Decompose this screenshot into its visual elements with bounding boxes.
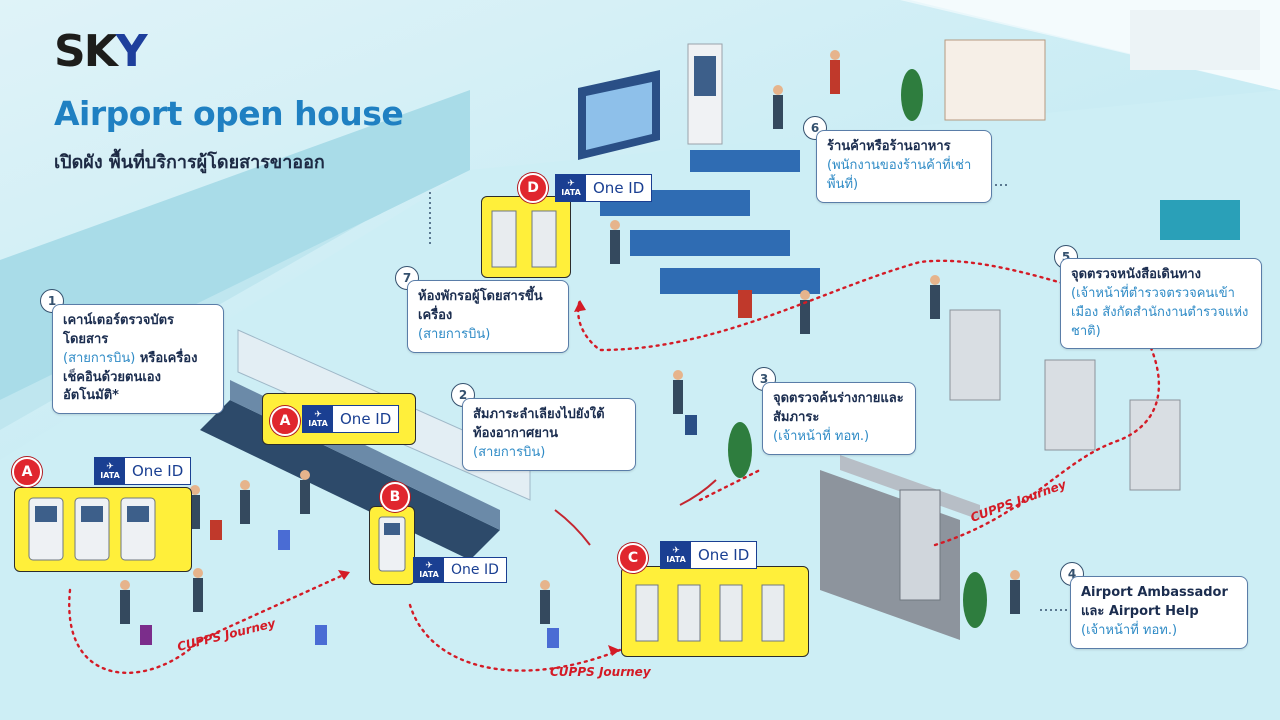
iata-logo-icon: ✈IATA (303, 406, 333, 432)
bag-drop-highlight (369, 506, 415, 585)
page-subtitle: เปิดผัง พื้นที่บริการผู้โดยสารขาออก (54, 152, 325, 173)
self-checkin-kiosks-highlight (14, 487, 192, 572)
kiosk-icons (28, 497, 156, 561)
oneid-badge-a-counter: ✈IATA One ID (302, 405, 400, 433)
oneid-badge-d: ✈IATA One ID (555, 174, 653, 202)
brand-logo: SKY (54, 26, 148, 77)
iata-logo-icon: ✈IATA (661, 542, 691, 568)
boarding-egate-icons (491, 210, 557, 268)
egate-icons (635, 584, 785, 642)
oneid-badge-c: ✈IATA One ID (660, 541, 758, 569)
marker-b: B (380, 482, 410, 512)
security-egates-highlight (621, 566, 809, 657)
callout-checkin-counter: เคาน์เตอร์ตรวจบัตรโดยสาร (สายการบิน) หรื… (52, 304, 224, 415)
callout-baggage-conveyor: สัมภาระลำเลียงไปยังใต้ท้องอากาศยาน (สายก… (462, 398, 636, 471)
iata-logo-icon: ✈IATA (556, 175, 586, 201)
iata-logo-icon: ✈IATA (95, 458, 125, 484)
marker-a-counter: A (270, 406, 300, 436)
bag-drop-machine-icon (378, 516, 406, 572)
boarding-gate-highlight (481, 196, 571, 278)
marker-d: D (518, 173, 548, 203)
callout-shops-restaurants: ร้านค้าหรือร้านอาหาร (พนักงานของร้านค้าท… (816, 130, 992, 203)
oneid-badge-a-kiosk: ✈IATA One ID (94, 457, 192, 485)
callout-security-check: จุดตรวจค้นร่างกายและสัมภาระ (เจ้าหน้าที่… (762, 382, 916, 455)
marker-a-kiosk: A (12, 457, 42, 487)
callout-passport-control: จุดตรวจหนังสือเดินทาง (เจ้าหน้าที่ตำรวจต… (1060, 258, 1262, 350)
iata-logo-icon: ✈IATA (414, 558, 444, 582)
page-title: Airport open house (54, 94, 404, 133)
callout-airport-ambassador: Airport Ambassador และ Airport Help (เจ้… (1070, 576, 1248, 649)
cupps-journey-label-2: CUPPS Journey (550, 665, 651, 679)
callout-boarding-lounge: ห้องพักรอผู้โดยสารขึ้นเครื่อง (สายการบิน… (407, 280, 569, 353)
marker-c: C (618, 543, 648, 573)
oneid-badge-b: ✈IATA One ID (413, 557, 507, 583)
